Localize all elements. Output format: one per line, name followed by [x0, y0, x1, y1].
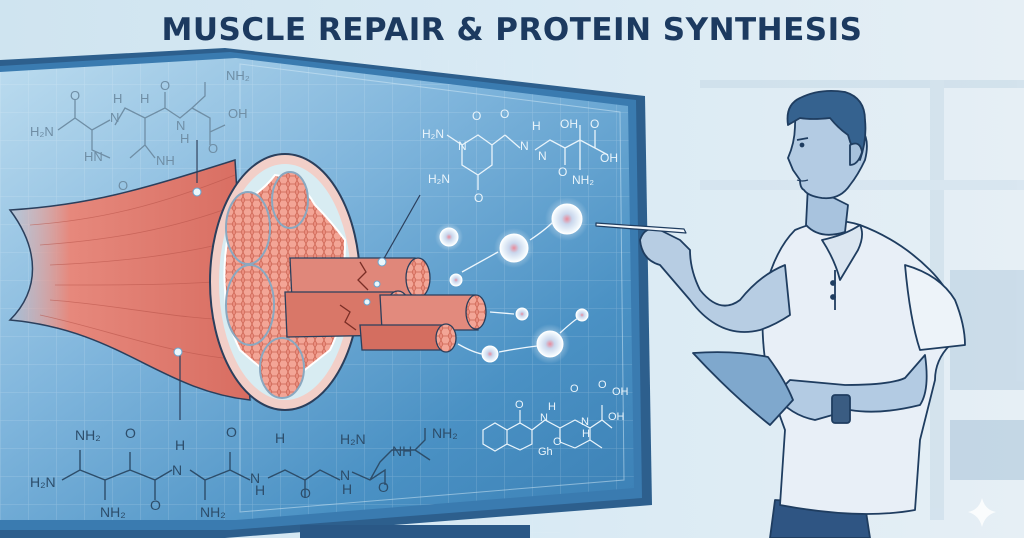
molecule-screen-bottom — [482, 405, 613, 452]
chem-label: H₂N — [428, 172, 450, 186]
chem-label: O — [472, 109, 481, 123]
callout-lines — [179, 140, 421, 420]
chem-label: NH₂ — [75, 427, 101, 443]
chem-label: O — [118, 178, 128, 193]
chem-label: HN — [84, 149, 103, 164]
chem-label: H — [342, 481, 352, 497]
background-windows — [700, 80, 1024, 520]
chem-label: H — [582, 428, 590, 440]
chem-label: H₂N — [422, 127, 444, 141]
chem-label: O — [570, 383, 579, 395]
molecule-top-left — [57, 82, 226, 159]
chem-label: NH — [156, 153, 175, 168]
chem-label: N — [520, 139, 529, 153]
chem-label: H₂N — [340, 431, 366, 447]
chem-label: NH₂ — [572, 173, 594, 187]
chem-label: H — [275, 430, 285, 446]
molecule-bottom-left — [61, 428, 431, 500]
chem-label: O — [553, 436, 562, 448]
chem-label: O — [160, 78, 170, 93]
chem-label: N — [458, 139, 467, 153]
chem-label: O — [70, 88, 80, 103]
chem-label: N — [110, 110, 119, 125]
chem-label: NH₂ — [100, 504, 126, 520]
chem-label: OH — [612, 386, 629, 398]
chem-label: NH₂ — [200, 504, 226, 520]
chem-label: O — [500, 107, 509, 121]
chem-label: O — [208, 141, 218, 156]
chem-label: O — [378, 479, 389, 495]
molecule-screen-top-labels: H₂N N O O H N N OH O OH H₂N O O NH₂ — [422, 107, 618, 205]
chem-label: NH₂ — [432, 425, 458, 441]
chem-label: Gh — [538, 446, 553, 458]
molecule-bottom-left-labels: NH₂ O H₂N NH₂ O H N NH₂ O N H H O H₂N NH… — [30, 424, 458, 520]
chem-label: N — [176, 118, 185, 133]
chem-label: O — [150, 497, 161, 513]
sparkle-watermark-icon — [968, 498, 996, 527]
chem-label: H — [255, 482, 265, 498]
amino-acid-particles — [435, 197, 589, 364]
chem-label: NH — [392, 443, 412, 459]
chem-label: O — [125, 425, 136, 441]
molecule-screen-top — [446, 125, 609, 190]
chem-label: N — [581, 416, 589, 428]
chem-label: H₂N — [30, 474, 56, 490]
chem-label: OH — [560, 117, 578, 131]
chem-label: O — [598, 379, 607, 391]
molecule-screen-bottom-labels: O H N O O O OH N H OH Gh — [515, 379, 629, 458]
chem-label: OH — [228, 106, 248, 121]
chem-label: H₂N — [30, 124, 54, 139]
chem-label: H — [180, 131, 189, 146]
chem-label: H — [532, 119, 541, 133]
page-title: MUSCLE REPAIR & PROTEIN SYNTHESIS — [161, 12, 863, 48]
chem-label: N — [340, 467, 350, 483]
chem-label: O — [590, 117, 599, 131]
chem-label: H — [113, 91, 122, 106]
chem-label: O — [558, 165, 567, 179]
chem-label: N — [172, 462, 182, 478]
chem-label: N — [538, 149, 547, 163]
chem-label: H — [548, 401, 556, 413]
chem-label: O — [474, 191, 483, 205]
chem-label: H — [140, 91, 149, 106]
chem-label: N — [540, 412, 548, 424]
chem-label: H — [175, 437, 185, 453]
chem-label: N — [250, 470, 260, 486]
chem-label: O — [226, 424, 237, 440]
molecule-top-left-labels: H₂N O H N H O N H NH₂ OH O HN NH O — [30, 68, 250, 193]
chem-label: O — [515, 399, 524, 411]
chem-label: OH — [600, 151, 618, 165]
muscle-illustration — [8, 140, 487, 420]
trainer-figure — [595, 89, 966, 538]
chem-label: O — [300, 485, 311, 501]
chem-label: NH₂ — [226, 68, 250, 83]
chem-label: OH — [608, 411, 625, 423]
